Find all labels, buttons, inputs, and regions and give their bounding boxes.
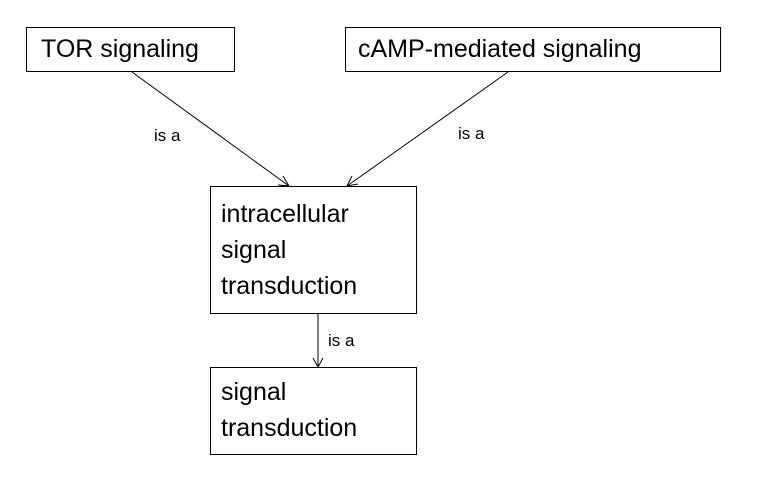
edge-label-is-a: is a [328,331,355,350]
edge-tor-to-intracellular [131,71,290,187]
node-label-line: intracellular [221,200,349,228]
edge-label-is-a: is a [154,126,181,145]
node-label-line: transduction [221,414,358,442]
node-tor-signaling: TOR signaling [26,27,235,72]
node-label: cAMP-mediated signaling [358,35,642,63]
node-intracellular-signal-transduction: intracellular signal transduction [210,186,417,314]
edge-label-is-a: is a [458,124,485,143]
node-label-line: transduction [221,272,358,300]
node-camp-mediated-signaling: cAMP-mediated signaling [345,27,721,72]
node-label: TOR signaling [41,35,199,63]
node-label-line: signal [221,236,287,264]
node-signal-transduction: signal transduction [210,367,417,455]
edge-camp-to-intracellular [346,71,509,187]
node-label-line: signal [221,378,287,406]
